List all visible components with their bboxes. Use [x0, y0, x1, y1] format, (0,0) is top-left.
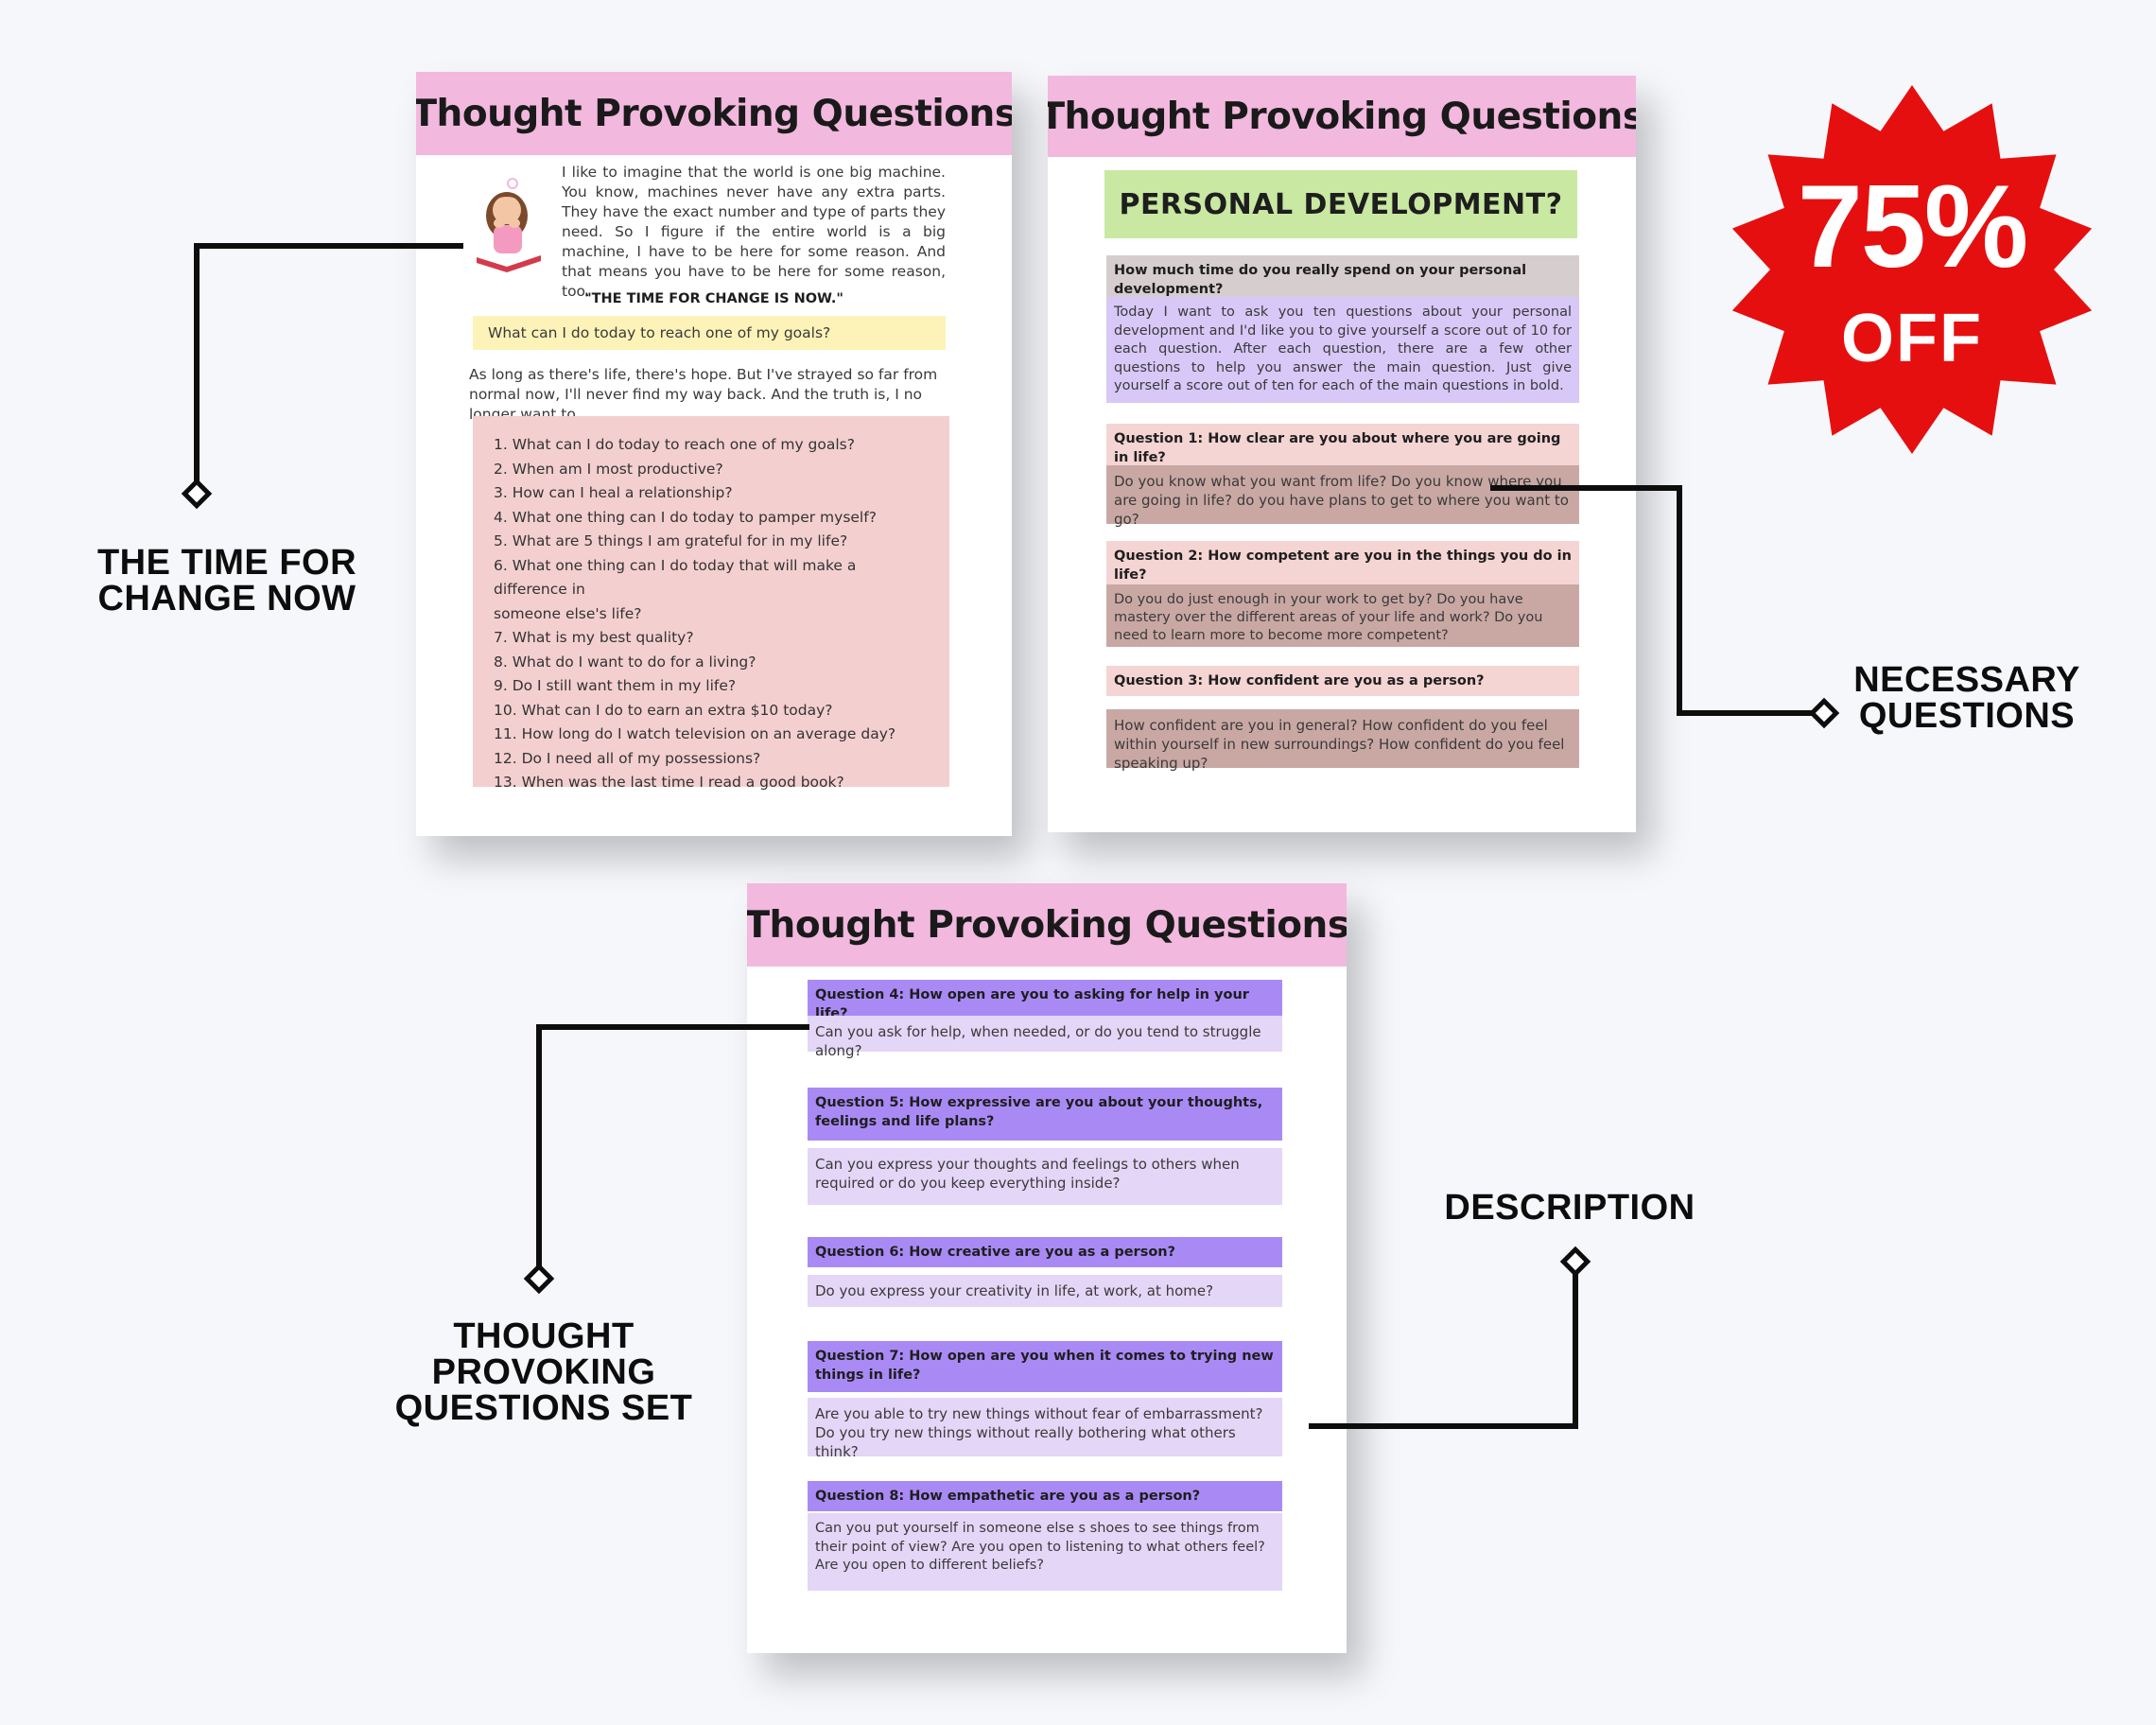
main-question-body: Today I want to ask you ten questions ab…: [1106, 297, 1579, 403]
worksheet-page-3: Thought Provoking Questions Question 4: …: [747, 883, 1347, 1653]
question-7: Question 7: How open are you when it com…: [808, 1341, 1282, 1392]
question-6-body: Do you express your creativity in life, …: [808, 1275, 1282, 1307]
starburst-icon: [1731, 85, 2093, 454]
callout-line: NECESSARY: [1853, 660, 2080, 700]
discount-badge: 75% OFF: [1723, 85, 2101, 454]
page-title: Thought Provoking Questions: [747, 903, 1347, 947]
list-item: 10. What can I do to earn an extra $10 t…: [494, 701, 833, 719]
callout-line: THOUGHT: [453, 1316, 635, 1356]
list-item: 8. What do I want to do for a living?: [494, 653, 756, 671]
question-4-body: Can you ask for help, when needed, or do…: [808, 1016, 1282, 1059]
worksheet-page-1: Thought Provoking Questions I like to im…: [416, 72, 1012, 836]
callout-necessary-questions: NECESSARY QUESTIONS: [1834, 662, 2099, 734]
list-item: 6. What one thing can I do today that wi…: [494, 556, 857, 599]
page-header: Thought Provoking Questions: [416, 72, 1012, 155]
main-question: How much time do you really spend on you…: [1106, 255, 1579, 305]
worksheet-page-2: Thought Provoking Questions PERSONAL DEV…: [1048, 76, 1636, 832]
list-item: 12. Do I need all of my possessions?: [494, 749, 761, 767]
question-8: Question 8: How empathetic are you as a …: [808, 1481, 1282, 1511]
list-item: 13. When was the last time I read a good…: [494, 774, 844, 791]
page-header: Thought Provoking Questions: [1048, 76, 1636, 157]
question-list: 1. What can I do today to reach one of m…: [494, 433, 929, 795]
list-item: 9. Do I still want them in my life?: [494, 677, 737, 694]
callout-description: DESCRIPTION: [1444, 1188, 1695, 1228]
list-item: 7. What is my best quality?: [494, 629, 694, 646]
question-5: Question 5: How expressive are you about…: [808, 1088, 1282, 1141]
list-item: 11. How long do I watch television on an…: [494, 725, 896, 742]
section-title: PERSONAL DEVELOPMENT?: [1104, 170, 1577, 238]
question-8-body: Can you put yourself in someone else s s…: [808, 1513, 1282, 1591]
question-3: Question 3: How confident are you as a p…: [1106, 666, 1579, 696]
paragraph-text: As long as there's life, there's hope. B…: [469, 366, 938, 423]
callout-questions-set: THOUGHT PROVOKING QUESTIONS SET: [359, 1318, 728, 1426]
badge-off: OFF: [1841, 301, 1983, 376]
question-2: Question 2: How competent are you in the…: [1106, 541, 1579, 590]
question-7-body: Are you able to try new things without f…: [808, 1398, 1282, 1460]
callout-line: CHANGE NOW: [97, 579, 356, 619]
page-header: Thought Provoking Questions: [747, 883, 1347, 967]
question-3-body: How confident are you in general? How co…: [1106, 709, 1579, 772]
question-1-body: Do you know what you want from life? Do …: [1106, 465, 1579, 528]
question-2-body: Do you do just enough in your work to ge…: [1106, 584, 1579, 647]
question-6: Question 6: How creative are you as a pe…: [808, 1237, 1282, 1267]
question-5-body: Can you express your thoughts and feelin…: [808, 1148, 1282, 1205]
callout-line: QUESTIONS SET: [394, 1388, 693, 1428]
girl-thinking-illustration: [469, 168, 547, 274]
callout-time-for-change: THE TIME FOR CHANGE NOW: [66, 545, 388, 617]
question-list-panel: 1. What can I do today to reach one of m…: [473, 416, 949, 791]
list-item: someone else's life?: [494, 604, 642, 622]
question-1: Question 1: How clear are you about wher…: [1106, 424, 1579, 473]
highlight-goal: What can I do today to reach one of my g…: [473, 316, 946, 350]
callout-line: QUESTIONS: [1858, 696, 2076, 736]
list-item: 4. What one thing can I do today to pamp…: [494, 508, 877, 526]
callout-line: PROVOKING: [431, 1352, 656, 1392]
callout-line: THE TIME FOR: [96, 543, 357, 583]
list-item: 2. When am I most productive?: [494, 460, 723, 478]
quote-text: "THE TIME FOR CHANGE IS NOW.": [584, 291, 843, 306]
list-item: 1. What can I do today to reach one of m…: [494, 436, 855, 453]
page-title: Thought Provoking Questions: [1048, 95, 1636, 138]
list-item: 5. What are 5 things I am grateful for i…: [494, 532, 848, 549]
page-title: Thought Provoking Questions: [416, 92, 1012, 135]
intro-text: I like to imagine that the world is one …: [562, 164, 946, 300]
badge-percent: 75%: [1797, 162, 2028, 292]
list-item: 3. How can I heal a relationship?: [494, 484, 733, 501]
